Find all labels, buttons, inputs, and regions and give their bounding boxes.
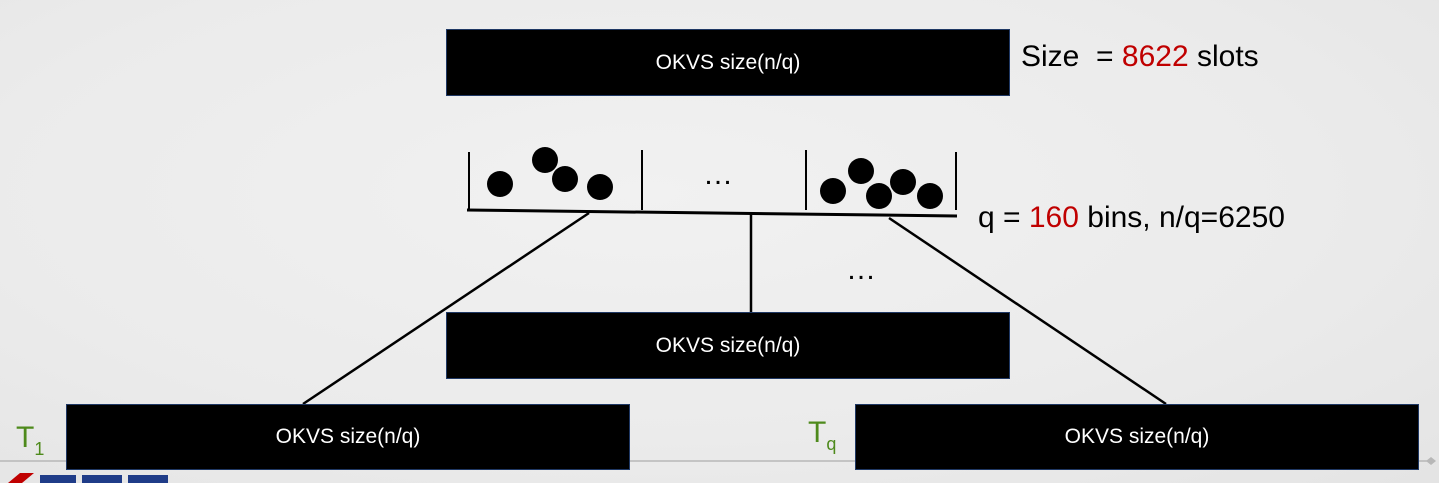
connector-right — [888, 216, 1167, 406]
divider-end-marker — [1426, 457, 1436, 465]
right-okvs-label: OKVS size(n/q) — [1064, 425, 1210, 448]
t1-main: T — [16, 421, 35, 454]
bins-base-line — [466, 208, 958, 218]
tq-sub: q — [826, 434, 837, 454]
logo-fragment — [8, 473, 168, 483]
t1-sub: 1 — [34, 439, 45, 459]
middle-okvs-box: OKVS size(n/q) — [446, 312, 1010, 379]
middle-okvs-label: OKVS size(n/q) — [655, 333, 801, 357]
ball — [532, 147, 558, 173]
bins-ellipsis: … — [703, 158, 736, 191]
top-okvs-box: OKVS size(n/q) — [446, 29, 1010, 96]
ball — [552, 166, 578, 192]
tq-main: T — [808, 416, 827, 449]
bins-prefix: q = — [978, 201, 1029, 234]
tables-ellipsis: … — [846, 253, 879, 286]
tq-label: Tq — [808, 416, 836, 455]
ball — [866, 183, 892, 209]
connector-left — [302, 211, 590, 406]
right-okvs-box: OKVS size(n/q) — [855, 404, 1419, 470]
ball — [917, 183, 943, 209]
bins-line: q = 160 bins, n/q=6250 — [978, 201, 1285, 235]
bins-value: 160 — [1028, 201, 1079, 234]
left-okvs-box: OKVS size(n/q) — [66, 404, 630, 470]
ball — [487, 171, 513, 197]
top-okvs-label: OKVS size(n/q) — [655, 50, 801, 74]
ball — [587, 174, 613, 200]
ball — [848, 158, 874, 184]
left-okvs-label: OKVS size(n/q) — [275, 425, 421, 448]
t1-label: T1 — [16, 421, 44, 460]
ball — [890, 169, 916, 195]
ball — [820, 178, 846, 204]
bins-suffix: bins, n/q=6250 — [1078, 201, 1285, 234]
size-value: 8622 — [1121, 40, 1189, 73]
size-prefix: Size = — [1021, 40, 1122, 73]
size-line: Size = 8622 slots — [1021, 40, 1259, 74]
size-suffix: slots — [1188, 40, 1259, 73]
